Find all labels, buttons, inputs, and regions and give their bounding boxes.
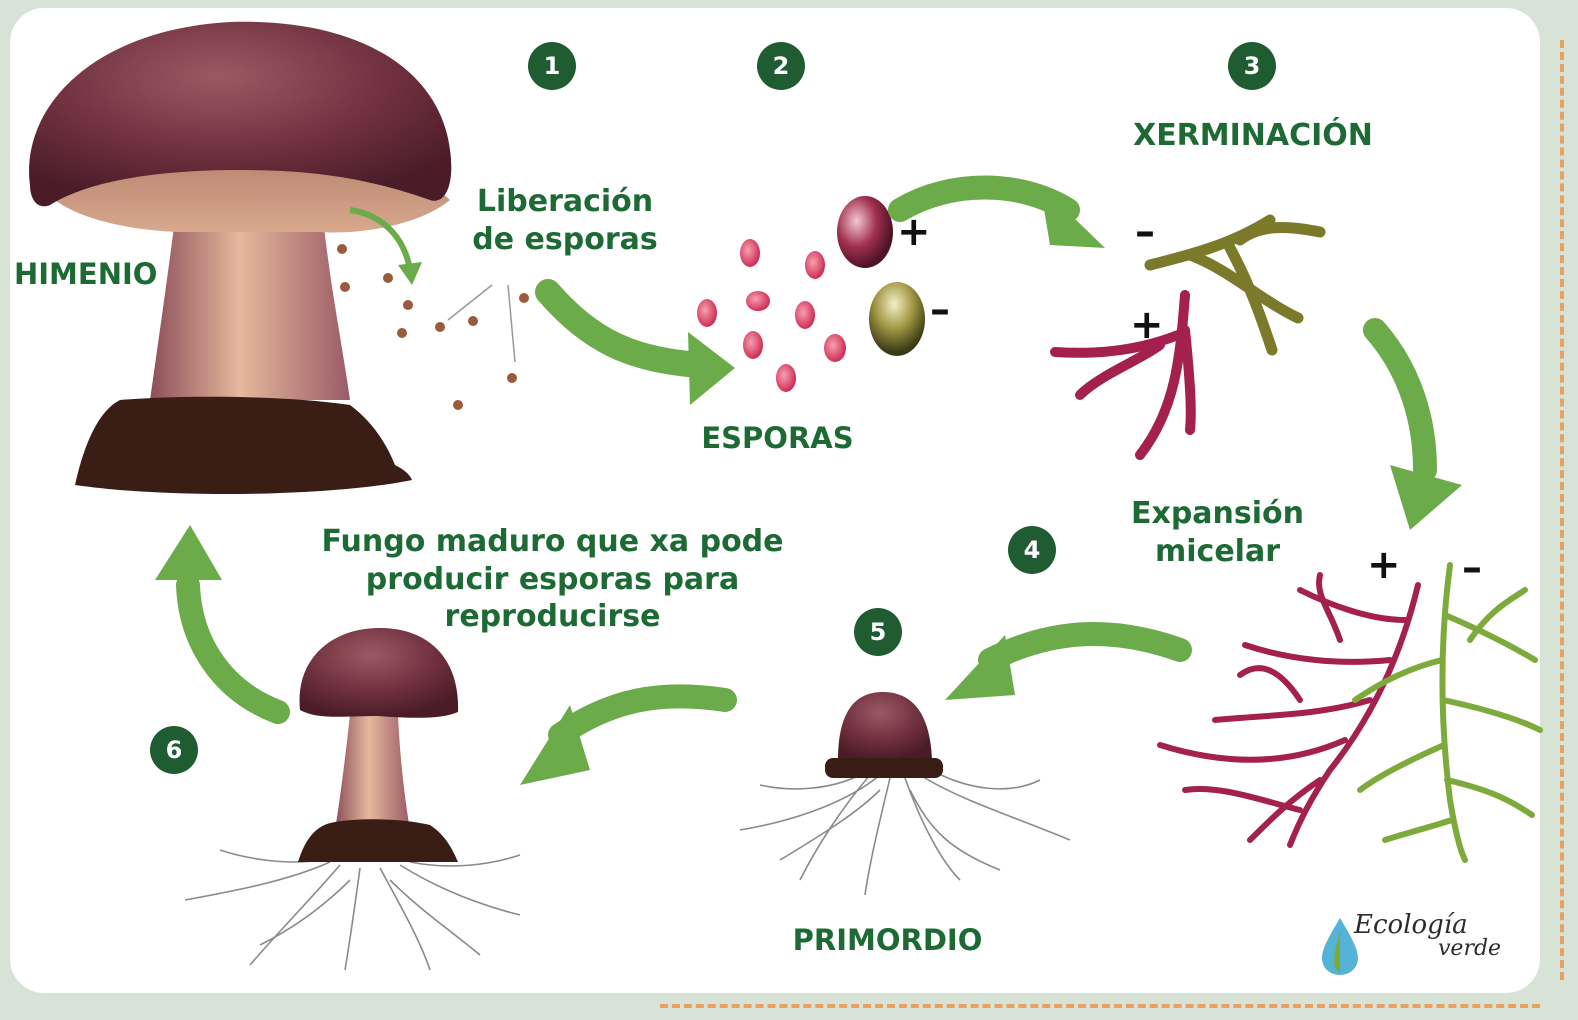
label-fungo-line2: producir esporas para xyxy=(365,561,740,597)
step-5-badge: 5 xyxy=(854,608,902,656)
label-primordio: PRIMORDIO xyxy=(792,923,983,957)
mycelium-green xyxy=(1352,562,1543,863)
germinating-hyphae-olive xyxy=(1144,214,1326,356)
sign-minus-mycelium: – xyxy=(1462,545,1482,591)
released-spores xyxy=(337,244,529,410)
label-expansion-line1: Expansión xyxy=(1130,496,1305,531)
young-mushroom-volva xyxy=(298,819,458,862)
label-liberacion-line1: Liberación xyxy=(476,184,654,219)
mycelium-magenta xyxy=(1157,572,1421,848)
dashed-border-bottom xyxy=(660,1004,1540,1012)
arrow-to-primordium xyxy=(945,622,1192,700)
label-liberacion: Liberación de esporas xyxy=(460,183,670,258)
spore-minus xyxy=(869,282,925,356)
spore-cluster xyxy=(697,239,846,392)
big-mushroom-stem xyxy=(150,180,350,400)
germinating-hyphae-magenta xyxy=(1050,290,1196,460)
arrow-to-expansion xyxy=(1363,318,1462,530)
young-mushroom-stem xyxy=(335,715,410,830)
step-4-badge: 4 xyxy=(1008,526,1056,574)
arrow-to-germination xyxy=(888,175,1105,248)
step-1-badge: 1 xyxy=(528,42,576,90)
label-himenio: HIMENIO xyxy=(14,257,158,291)
sign-plus-spore: + xyxy=(897,209,931,255)
primordium-base xyxy=(825,758,943,778)
label-liberacion-line2: de esporas xyxy=(472,221,658,257)
sign-plus-germination: + xyxy=(1130,302,1164,348)
label-xerminacion: XERMINACIÓN xyxy=(1133,118,1373,153)
spore-plus xyxy=(837,196,893,268)
label-fungo-line3: reproducirse xyxy=(444,599,661,634)
arrow-to-young-mushroom xyxy=(520,684,737,785)
step-3-badge: 3 xyxy=(1228,42,1276,90)
label-pointer-lines xyxy=(447,284,516,363)
dashed-border-right xyxy=(1560,40,1570,980)
brand-name-line1: Ecología xyxy=(1354,910,1468,940)
young-mushroom-roots xyxy=(184,849,521,971)
young-mushroom-cap xyxy=(299,628,459,718)
arrow-spore-release xyxy=(349,207,413,271)
label-fungo-line1: Fungo maduro que xa pode xyxy=(321,524,784,559)
big-mushroom-cap xyxy=(29,21,452,207)
label-fungo-maduro: Fungo maduro que xa pode producir espora… xyxy=(310,523,795,636)
brand-name-line2: verde xyxy=(1438,936,1502,961)
arrow-to-mature xyxy=(155,525,290,724)
sign-minus-germination: – xyxy=(1135,209,1155,255)
brand-logo: Ecología verde xyxy=(1320,910,1530,970)
step-2-badge: 2 xyxy=(757,42,805,90)
label-expansion-line2: micelar xyxy=(1155,533,1280,569)
label-expansion: Expansión micelar xyxy=(1115,495,1320,570)
step-6-badge: 6 xyxy=(150,726,198,774)
arrow-to-spores xyxy=(535,279,735,405)
sign-plus-mycelium: + xyxy=(1367,542,1401,588)
primordium-roots xyxy=(739,771,1071,896)
label-esporas: ESPORAS xyxy=(701,421,854,455)
primordium-cap xyxy=(838,692,932,760)
big-mushroom xyxy=(29,21,452,495)
sign-minus-spore: – xyxy=(930,287,950,333)
big-mushroom-volva xyxy=(75,396,412,495)
